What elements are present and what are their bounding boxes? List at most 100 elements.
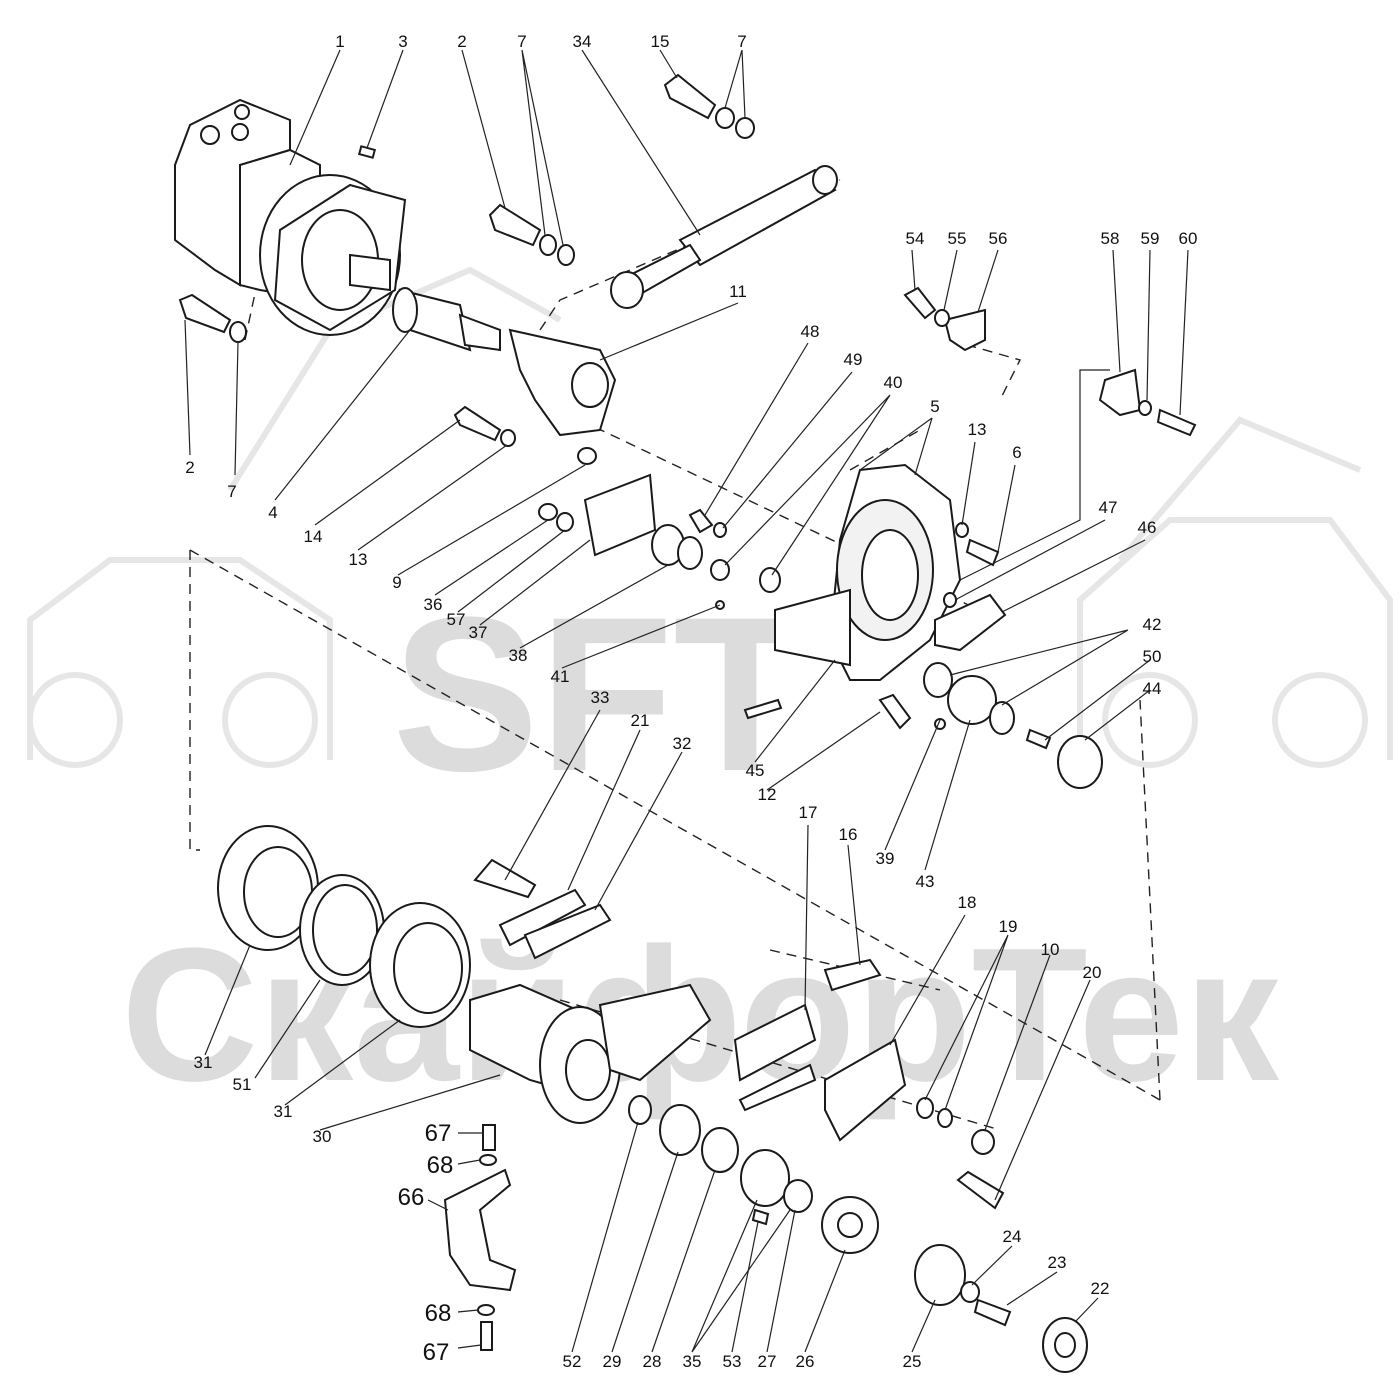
key-part	[357, 145, 377, 159]
callout-11: 11	[729, 282, 747, 301]
callout-53: 53	[723, 1352, 742, 1371]
callout-36: 36	[424, 595, 443, 614]
spacer-35	[740, 1149, 790, 1207]
coupling-sleeve	[392, 287, 501, 352]
washer-68-bottom	[477, 1304, 495, 1316]
callout-16: 16	[839, 825, 858, 844]
screw-33	[473, 858, 537, 899]
callout-35: 35	[683, 1352, 702, 1371]
callout-68: 68	[425, 1300, 452, 1327]
bushing-38	[651, 524, 703, 570]
bearing-29	[659, 1104, 701, 1156]
ring-9	[577, 447, 597, 465]
callout-17: 17	[799, 803, 818, 822]
callout-57: 57	[447, 610, 466, 629]
bolt-lower-left	[178, 293, 247, 343]
pin-45	[743, 698, 783, 720]
callout-45: 45	[746, 761, 765, 780]
callout-1: 1	[335, 32, 344, 51]
gear-segment-46	[934, 592, 1007, 652]
hub-30	[469, 983, 712, 1124]
callout-7: 7	[227, 482, 236, 501]
callout-26: 26	[796, 1352, 815, 1371]
callout-50: 50	[1143, 647, 1162, 666]
callout-6: 6	[1012, 443, 1021, 462]
callout-24: 24	[1003, 1227, 1022, 1246]
callout-14: 14	[304, 527, 323, 546]
callout-55: 55	[948, 229, 967, 248]
plug-22	[1042, 1317, 1088, 1373]
bracket-58	[1098, 368, 1197, 437]
ring-52	[628, 1095, 652, 1125]
callout-44: 44	[1143, 679, 1162, 698]
callout-51: 51	[233, 1075, 252, 1094]
callout-58: 58	[1101, 229, 1120, 248]
callout-7: 7	[517, 32, 526, 51]
bolt-20	[956, 1170, 1005, 1210]
washer-25	[914, 1244, 966, 1306]
ring-27	[783, 1179, 813, 1213]
callout-13: 13	[349, 550, 368, 569]
bolt-23	[973, 1298, 1012, 1327]
callout-22: 22	[1091, 1279, 1110, 1298]
callout-4: 4	[268, 503, 277, 522]
callout-2: 2	[185, 458, 194, 477]
bracket-56	[903, 286, 986, 352]
callout-39: 39	[876, 849, 895, 868]
callout-33: 33	[591, 688, 610, 707]
bolt-67-bottom	[480, 1321, 493, 1351]
links-17-16	[733, 958, 882, 1112]
motor-bracket	[508, 328, 617, 437]
circlip-28	[701, 1127, 739, 1173]
callout-3: 3	[398, 32, 407, 51]
bolt-14	[453, 405, 516, 447]
sprocket-26	[821, 1196, 879, 1254]
callout-49: 49	[844, 350, 863, 369]
cap-44	[1057, 735, 1103, 789]
callout-15: 15	[651, 32, 670, 51]
callout-46: 46	[1138, 518, 1157, 537]
washer-24	[960, 1281, 980, 1303]
nut-10	[971, 1129, 995, 1155]
callout-52: 52	[563, 1352, 582, 1371]
pin-50	[1025, 728, 1052, 750]
callout-25: 25	[903, 1352, 922, 1371]
callout-12: 12	[758, 785, 777, 804]
callout-67: 67	[425, 1120, 452, 1147]
washer-68-top	[479, 1154, 497, 1166]
bearing-31-left	[217, 825, 319, 951]
callout-7: 7	[737, 32, 746, 51]
watermark-logo-text: SFT	[392, 571, 808, 817]
bolt-36	[538, 503, 574, 532]
callout-37: 37	[469, 623, 488, 642]
guard-66	[443, 1168, 517, 1292]
callout-68: 68	[427, 1152, 454, 1179]
callout-34: 34	[573, 32, 592, 51]
callout-32: 32	[673, 734, 692, 753]
callout-30: 30	[313, 1127, 332, 1146]
callout-40: 40	[884, 373, 903, 392]
bolt-cylinder	[663, 73, 755, 139]
screw-53	[751, 1208, 770, 1226]
bolt-12	[878, 693, 912, 730]
callout-41: 41	[551, 667, 570, 686]
gear-43	[923, 662, 1015, 735]
coupler-40	[710, 559, 781, 593]
callout-59: 59	[1141, 229, 1160, 248]
bolt-6	[955, 522, 1000, 567]
callout-38: 38	[509, 646, 528, 665]
plate-37	[583, 473, 657, 557]
callout-48: 48	[801, 322, 820, 341]
callout-27: 27	[758, 1352, 777, 1371]
bearing-31-right	[369, 902, 471, 1028]
bolt-upper-left	[488, 203, 575, 266]
callout-20: 20	[1083, 963, 1102, 982]
callout-9: 9	[392, 573, 401, 592]
callout-29: 29	[603, 1352, 622, 1371]
callout-47: 47	[1099, 498, 1118, 517]
callout-43: 43	[916, 872, 935, 891]
callout-31: 31	[274, 1102, 293, 1121]
callout-18: 18	[958, 893, 977, 912]
callout-10: 10	[1041, 940, 1060, 959]
